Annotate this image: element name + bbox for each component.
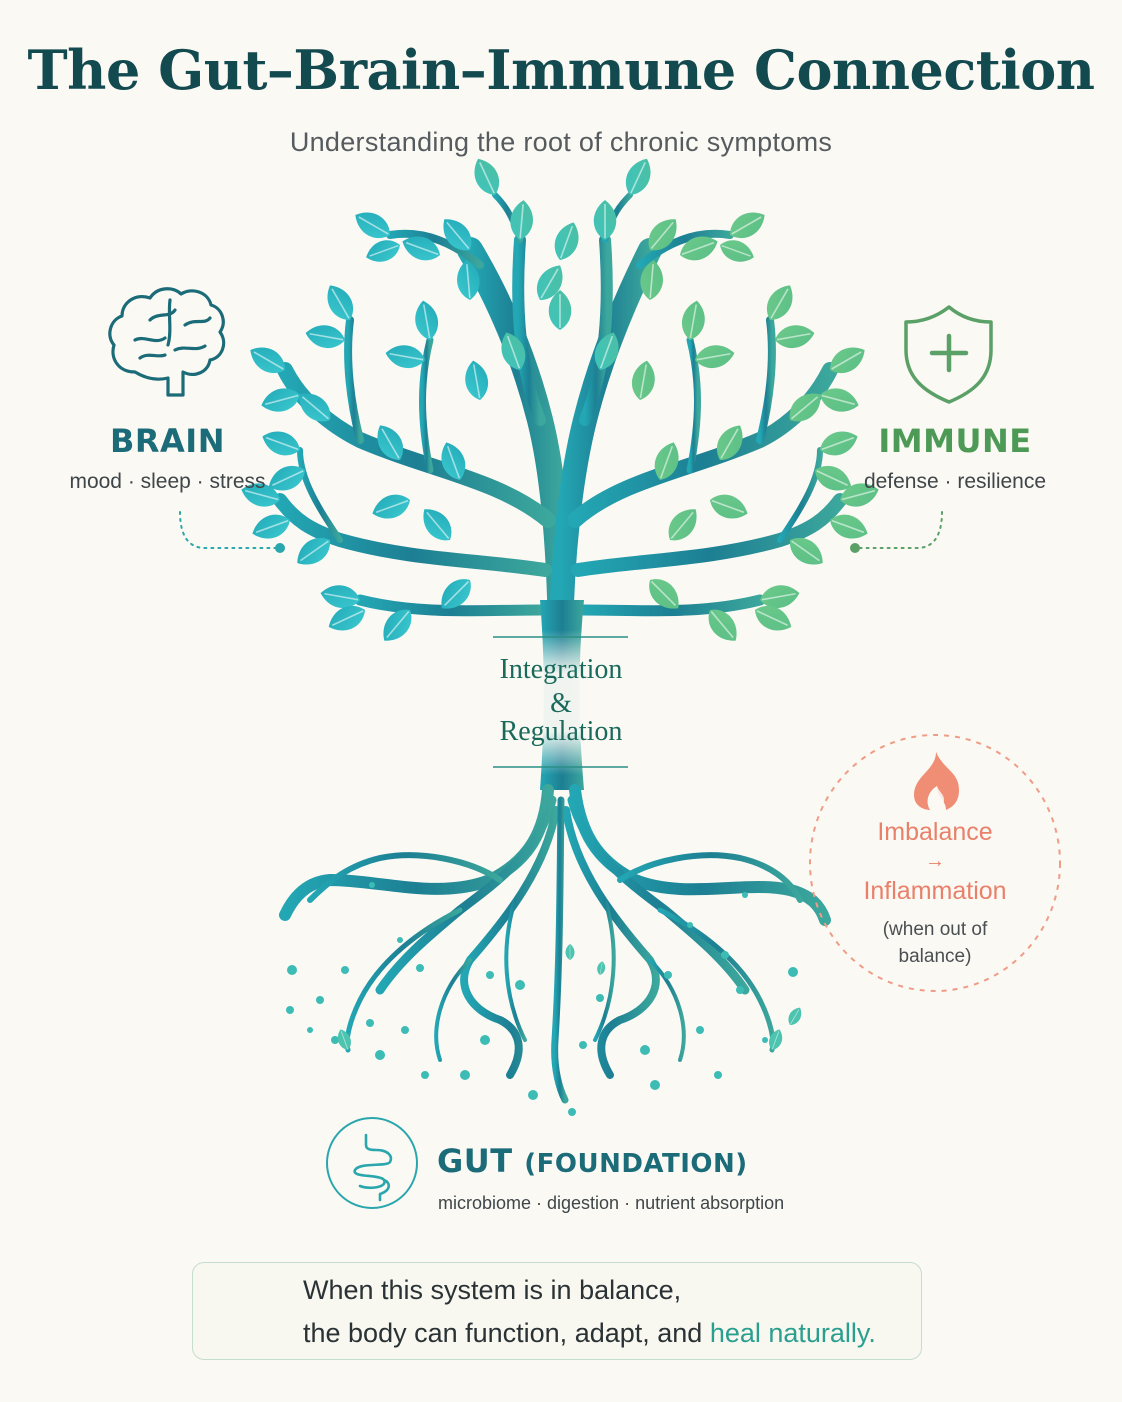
- gut-label: GUT (FOUNDATION): [437, 1142, 748, 1180]
- brain-subtitle: mood · sleep · stress: [69, 470, 266, 493]
- intestine-icon: [326, 1117, 418, 1209]
- immune-label: IMMUNE: [878, 422, 1032, 460]
- tree-roots: [279, 784, 831, 1104]
- leaves-middle: [467, 153, 658, 375]
- page-subtitle: Understanding the root of chronic sympto…: [289, 127, 833, 157]
- shield-plus-icon: [904, 305, 993, 404]
- immune-connector: [859, 511, 943, 549]
- brain-connector-dot: [275, 543, 285, 553]
- immune-subtitle: defense · resilience: [863, 470, 1047, 493]
- footer-callout: [192, 1262, 922, 1360]
- tree-branches: [273, 192, 847, 653]
- regulation-label: Regulation: [499, 716, 623, 747]
- flame-icon: [914, 752, 959, 810]
- footer-line2: the body can function, adapt, and heal n…: [303, 1318, 876, 1349]
- gut-title-suffix: (FOUNDATION): [524, 1149, 748, 1179]
- footer-line1: When this system is in balance,: [303, 1275, 682, 1305]
- footer-line2-text: the body can function, adapt, and: [303, 1318, 710, 1348]
- trunk-fade: [470, 630, 652, 775]
- leaves-left: [237, 204, 492, 649]
- gut-title: GUT: [437, 1142, 513, 1180]
- brain-label: BRAIN: [110, 422, 225, 460]
- inflammation-label: Inflammation: [863, 877, 1007, 905]
- brain-connector: [179, 511, 276, 549]
- imbalance-arrow: →: [925, 850, 945, 872]
- gut-subtitle: microbiome · digestion · nutrient absorp…: [438, 1193, 785, 1213]
- brain-icon: [108, 287, 226, 397]
- imbalance-label: Imbalance: [877, 818, 993, 846]
- immune-connector-dot: [850, 543, 860, 553]
- integration-ampersand: &: [550, 688, 572, 719]
- microbiome-dots: [286, 882, 798, 1116]
- inflammation-circle: [809, 734, 1061, 992]
- page-title: The Gut–Brain–Immune Connection: [27, 38, 1095, 102]
- footer-highlight: heal naturally.: [709, 1318, 876, 1348]
- integration-label: Integration: [499, 654, 623, 685]
- inflammation-note-line2: balance): [898, 946, 972, 967]
- inflammation-note-line1: (when out of: [882, 919, 988, 940]
